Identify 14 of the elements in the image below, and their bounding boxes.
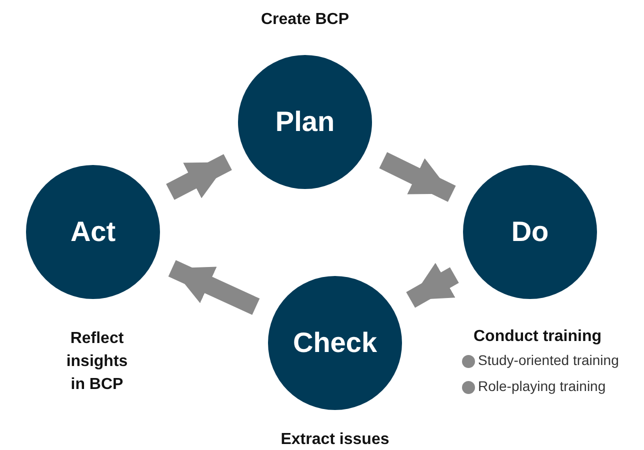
arrow <box>406 262 459 308</box>
arrow <box>168 260 260 315</box>
step-caption: Extract issues <box>280 430 390 450</box>
training-item: Role-playing training <box>478 378 606 394</box>
stage-label: Act <box>70 216 116 248</box>
stage-label: Check <box>292 327 378 359</box>
step-caption: Conduct training <box>472 327 602 347</box>
step-caption: Create BCP <box>260 10 350 30</box>
stage-label: Do <box>511 216 549 248</box>
training-item: Study-oriented training <box>478 352 619 368</box>
step-caption: Reflect insights in BCP <box>65 329 129 396</box>
arrow <box>166 154 232 200</box>
stage-label: Plan <box>275 106 335 138</box>
arrow <box>379 152 456 202</box>
